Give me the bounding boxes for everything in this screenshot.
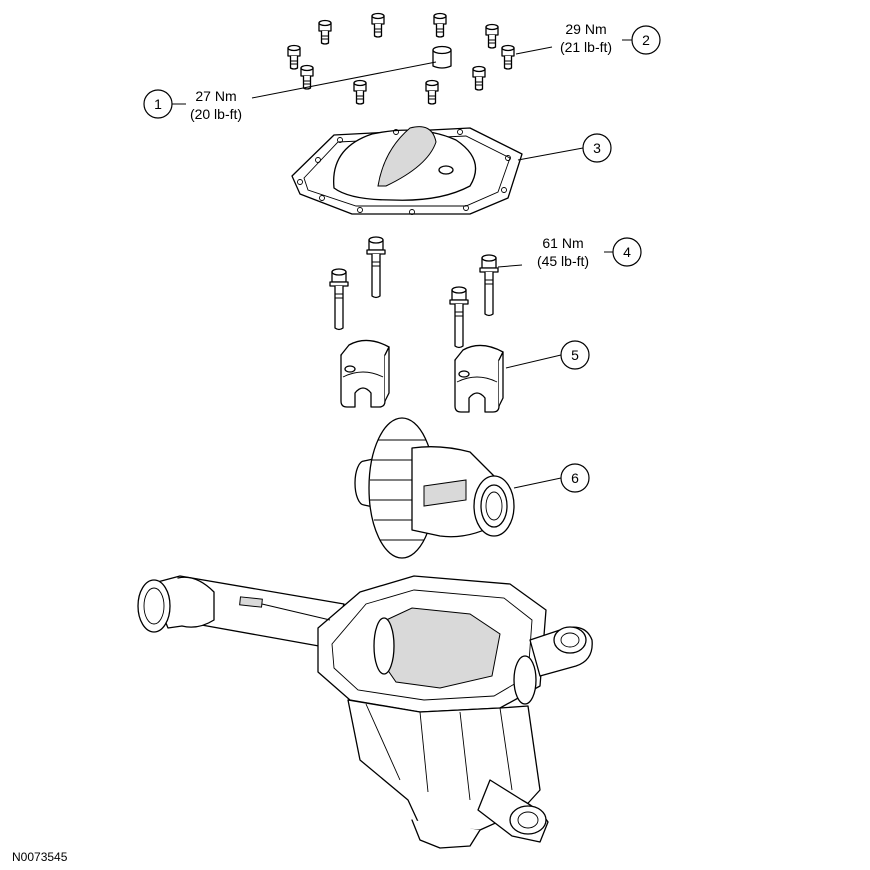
callout-4: 4 61 Nm (45 lb-ft) (537, 235, 642, 269)
callout-4-torque-lbft: (45 lb-ft) (537, 253, 589, 269)
fill-plug (432, 45, 452, 69)
callout-1: 1 27 Nm (20 lb-ft) (143, 88, 242, 122)
differential-cover (291, 126, 523, 215)
callout-4-number: 4 (623, 244, 631, 260)
callout-1-torque-lbft: (20 lb-ft) (190, 106, 242, 122)
axle-housing (137, 575, 593, 849)
differential-assembly (354, 417, 515, 559)
callout-3: 3 (582, 133, 612, 163)
bearing-caps (340, 339, 504, 413)
bearing-cap-bolts (329, 236, 499, 349)
leader-lines (172, 39, 633, 621)
callout-6: 6 (560, 463, 590, 493)
figure-id: N0073545 (12, 850, 68, 864)
callout-2-torque-lbft: (21 lb-ft) (560, 39, 612, 55)
callout-5: 5 (560, 340, 590, 370)
callout-3-number: 3 (593, 140, 601, 156)
callout-2-number: 2 (642, 32, 650, 48)
cover-bolt-holes (297, 129, 511, 215)
callout-6-number: 6 (571, 470, 579, 486)
cover-bolts (287, 12, 515, 105)
callout-4-torque-nm: 61 Nm (542, 235, 583, 251)
callout-1-number: 1 (154, 96, 162, 112)
callout-2: 2 29 Nm (21 lb-ft) (560, 21, 661, 55)
callout-2-torque-nm: 29 Nm (565, 21, 606, 37)
callout-5-number: 5 (571, 347, 579, 363)
callout-1-torque-nm: 27 Nm (195, 88, 236, 104)
